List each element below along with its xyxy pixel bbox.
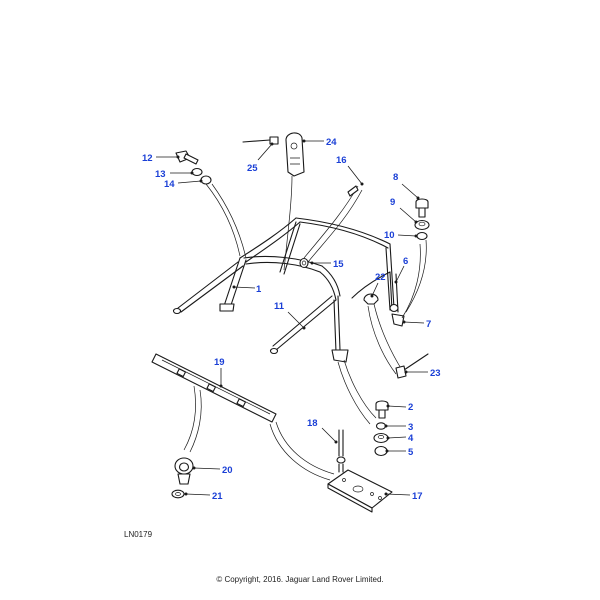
callout-9: 9 [390, 197, 395, 208]
lower-bolt-stack [337, 359, 389, 457]
callout-19: 19 [214, 357, 225, 368]
callout-3: 3 [408, 422, 413, 433]
callout-18: 18 [307, 418, 318, 429]
callout-labels: 1 2 3 4 5 6 7 8 9 10 11 12 13 14 15 16 1… [142, 137, 441, 502]
cable-clip [363, 293, 429, 379]
hook-bracket [242, 132, 305, 271]
callout-8: 8 [393, 172, 398, 183]
diagram-reference-code: LN0179 [124, 530, 153, 539]
callout-11: 11 [274, 301, 285, 312]
bolt-washer-stack [414, 198, 430, 241]
callout-25: 25 [247, 163, 258, 174]
callout-22: 22 [375, 272, 386, 283]
floor-rail-plate [151, 353, 335, 481]
callout-2: 2 [408, 402, 413, 413]
leader-lines [156, 139, 428, 496]
callout-4: 4 [408, 433, 414, 444]
callout-20: 20 [222, 465, 233, 476]
callout-5: 5 [408, 447, 414, 458]
base-plate [327, 429, 393, 513]
callout-15: 15 [333, 259, 344, 270]
callout-17: 17 [412, 491, 423, 502]
ring-clip [299, 185, 363, 269]
callout-23: 23 [430, 368, 441, 379]
bolt-12-assembly [175, 150, 247, 259]
eye-bolt [171, 457, 194, 499]
callout-10: 10 [384, 230, 395, 241]
callout-12: 12 [142, 153, 153, 164]
callout-6: 6 [403, 256, 408, 267]
roll-cage-frame [172, 217, 395, 363]
cage-bracket [389, 239, 427, 327]
callout-14: 14 [164, 179, 175, 190]
copyright-notice: © Copyright, 2016. Jaguar Land Rover Lim… [216, 575, 384, 584]
callout-24: 24 [326, 137, 337, 148]
callout-21: 21 [212, 491, 223, 502]
callout-16: 16 [336, 155, 347, 166]
callout-7: 7 [426, 319, 431, 330]
callout-1: 1 [256, 284, 262, 295]
callout-13: 13 [155, 169, 166, 180]
